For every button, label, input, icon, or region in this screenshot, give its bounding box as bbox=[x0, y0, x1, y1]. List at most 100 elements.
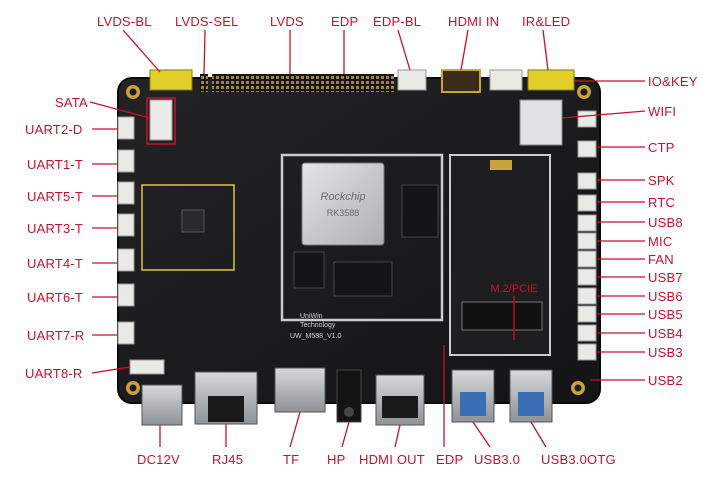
label-uart7-r: UART7-R bbox=[27, 328, 85, 343]
top-connectors bbox=[149, 69, 575, 93]
m2-screw-post bbox=[490, 160, 512, 170]
soc-area bbox=[280, 153, 444, 322]
label-hdmi-in: HDMI IN bbox=[448, 14, 500, 29]
right-jst-connector bbox=[577, 287, 597, 305]
label-hdmi-out: HDMI OUT bbox=[359, 452, 425, 467]
right-jst-connector bbox=[577, 324, 597, 342]
soc-marking-2: RK3588 bbox=[327, 208, 360, 218]
label-uart4-t: UART4-T bbox=[27, 256, 84, 271]
label-tf: TF bbox=[283, 452, 300, 467]
right-jst-connector bbox=[577, 110, 597, 128]
label-mic: MIC bbox=[648, 234, 673, 249]
soc-chip bbox=[301, 162, 385, 246]
label-edp-bottom: EDP bbox=[436, 452, 464, 467]
io-key-connector bbox=[527, 69, 575, 91]
label-edp-bl: EDP-BL bbox=[373, 14, 422, 29]
leader-line bbox=[89, 101, 151, 119]
label-usb30: USB3.0 bbox=[474, 452, 521, 467]
m2-connector bbox=[461, 301, 543, 331]
label-usb3: USB3 bbox=[648, 345, 683, 360]
hp-port bbox=[344, 407, 354, 417]
label-ctp: CTP bbox=[648, 140, 675, 155]
ir-led-connector bbox=[489, 69, 523, 91]
label-usb30otg: USB3.0OTG bbox=[541, 452, 616, 467]
label-usb7: USB7 bbox=[648, 270, 683, 285]
label-ir-led: IR&LED bbox=[522, 14, 571, 29]
left-jst-connector bbox=[117, 116, 135, 140]
leader-line bbox=[561, 110, 646, 119]
leader-lines bbox=[89, 29, 646, 448]
ram-chip-1 bbox=[401, 184, 439, 238]
brand-line-1: UniWin bbox=[300, 313, 323, 320]
left-jst-connector bbox=[117, 149, 135, 173]
right-jst-connector bbox=[577, 172, 597, 190]
label-usb8: USB8 bbox=[648, 215, 683, 230]
right-jst-connector bbox=[577, 343, 597, 361]
edp-bl-connector bbox=[397, 69, 427, 91]
left-jst-connector bbox=[117, 181, 135, 205]
leader-line bbox=[472, 421, 491, 448]
pmic-area bbox=[141, 184, 235, 271]
emmc-chip bbox=[293, 251, 325, 289]
sata-connector bbox=[149, 99, 173, 141]
mounting-holes bbox=[126, 85, 591, 395]
brand-line-2: Technology bbox=[300, 322, 336, 329]
right-jst-connector bbox=[577, 268, 597, 286]
hdmi-in-connector bbox=[441, 69, 481, 93]
right-jst-connector bbox=[577, 250, 597, 268]
right-jst-connector bbox=[577, 140, 597, 158]
right-jst-connector bbox=[577, 214, 597, 232]
wifi-module bbox=[519, 99, 563, 146]
left-jst-connector bbox=[117, 213, 135, 237]
m2-label: M.2/PCIE bbox=[490, 283, 537, 295]
ram-chip-2 bbox=[333, 261, 393, 297]
lvds-header bbox=[212, 74, 352, 92]
label-usb5: USB5 bbox=[648, 307, 683, 322]
label-usb2: USB2 bbox=[648, 373, 683, 388]
label-wifi: WIFI bbox=[648, 104, 677, 119]
lvds-bl-connector bbox=[149, 69, 193, 91]
hdmi-out-slot bbox=[382, 396, 418, 418]
leader-line bbox=[91, 366, 131, 374]
leader-line bbox=[460, 29, 469, 71]
label-io-key: IO&KEY bbox=[648, 74, 698, 89]
leader-line bbox=[394, 424, 401, 448]
leader-line bbox=[530, 421, 547, 448]
leader-line bbox=[341, 421, 350, 448]
lvds-sel-header bbox=[200, 74, 208, 92]
label-uart6-t: UART6-T bbox=[27, 290, 84, 305]
soc-marking-1: Rockchip bbox=[320, 191, 365, 203]
dc12v-jack bbox=[141, 384, 183, 426]
label-rj45: RJ45 bbox=[212, 452, 244, 467]
leader-line bbox=[397, 29, 411, 71]
label-hp: HP bbox=[327, 452, 346, 467]
label-uart1-t: UART1-T bbox=[27, 157, 84, 172]
label-uart5-t: UART5-T bbox=[27, 189, 84, 204]
left-connectors bbox=[117, 116, 135, 345]
edp-header bbox=[352, 74, 394, 92]
leader-line bbox=[542, 29, 549, 71]
sata-highlight bbox=[146, 97, 176, 145]
label-sata: SATA bbox=[55, 95, 88, 110]
rj45-port bbox=[208, 396, 244, 422]
left-jst-connector bbox=[117, 283, 135, 307]
pmic-chip bbox=[181, 209, 205, 233]
right-jst-connector bbox=[577, 194, 597, 212]
uart8-connector bbox=[129, 359, 165, 375]
right-jst-connector bbox=[577, 232, 597, 250]
label-spk: SPK bbox=[648, 173, 675, 188]
usb30-tongue bbox=[460, 392, 486, 416]
label-dc12v: DC12V bbox=[137, 452, 180, 467]
leader-line bbox=[203, 29, 206, 75]
model-marking: UW_M588_V1.0 bbox=[290, 333, 341, 340]
label-edp-top: EDP bbox=[331, 14, 359, 29]
leader-line bbox=[289, 411, 301, 448]
label-rtc: RTC bbox=[648, 195, 676, 210]
label-lvds-bl: LVDS-BL bbox=[97, 14, 152, 29]
right-connectors bbox=[577, 110, 597, 361]
label-lvds: LVDS bbox=[270, 14, 304, 29]
leader-line bbox=[122, 29, 161, 73]
right-jst-connector bbox=[577, 305, 597, 323]
label-fan: FAN bbox=[648, 252, 674, 267]
usb30otg-tongue bbox=[518, 392, 544, 416]
